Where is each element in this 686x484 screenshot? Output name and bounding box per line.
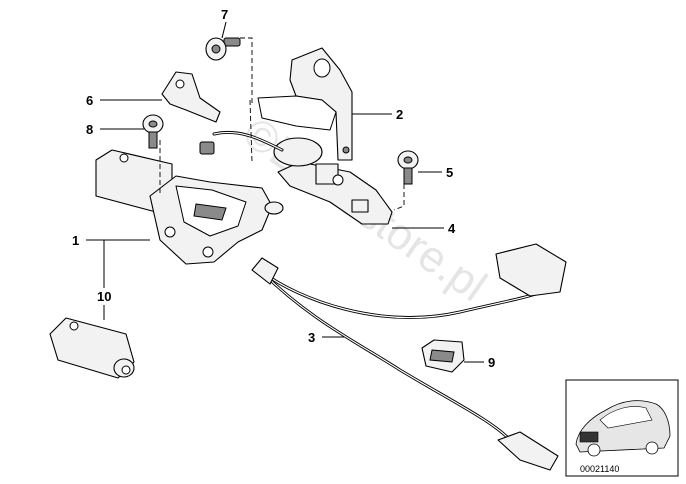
screw-part-7[interactable]: [205, 37, 241, 61]
callout-9: 9: [464, 355, 495, 370]
callout-10: 10: [97, 289, 111, 320]
vehicle-thumbnail: 00021140: [565, 379, 679, 477]
callout-6-label: 6: [86, 93, 93, 108]
actuator-part-10[interactable]: [49, 317, 135, 379]
screw-8-slot: [148, 120, 158, 128]
callout-1: 1: [72, 233, 150, 288]
callout-4-label: 4: [448, 221, 456, 236]
callout-6: 6: [86, 93, 162, 108]
plate-4-connector: [315, 163, 339, 185]
switch-9-contact: [429, 349, 455, 363]
cable-3-lamp: [495, 243, 567, 297]
alignment-line-2: [249, 99, 253, 163]
callout-5-label: 5: [446, 165, 453, 180]
screw-8-shank: [148, 131, 158, 149]
callout-7-label: 7: [221, 7, 228, 22]
bracket-2-flange: [257, 95, 337, 131]
bracket-part-6[interactable]: [161, 71, 221, 123]
bracket-6-hole: [175, 79, 185, 89]
thumbnail-code: 00021140: [580, 464, 619, 474]
thumbnail-car-wheel-front: [645, 441, 659, 455]
switch-part-9[interactable]: [421, 339, 465, 373]
lock-1-hole-b: [202, 246, 214, 258]
actuator-10-plunger-tip: [121, 365, 131, 375]
thumbnail-car-wheel-rear: [587, 443, 601, 457]
callout-1-label: 1: [72, 233, 79, 248]
thumbnail-car-window: [599, 406, 653, 429]
callout-3-label: 3: [308, 330, 315, 345]
callout-2: 2: [352, 107, 403, 122]
callout-4: 4: [392, 221, 456, 236]
screw-7-shank: [223, 37, 241, 47]
bracket-2-body: [289, 47, 353, 161]
cable-3-plug-b: [497, 431, 559, 471]
bracket-2-hole: [313, 58, 331, 78]
plate-4-pin: [332, 174, 344, 186]
plate-4-clip: [351, 199, 369, 213]
bracket-part-2[interactable]: [257, 47, 353, 161]
screw-5-shank: [403, 167, 413, 185]
callout-8-label: 8: [86, 122, 93, 137]
lock-1-bolt: [264, 201, 284, 215]
callout-3: 3: [308, 330, 344, 345]
screw-part-8[interactable]: [142, 114, 164, 149]
screw-part-5[interactable]: [397, 150, 419, 185]
callout-9-label: 9: [488, 355, 495, 370]
screw-7-slot: [211, 44, 221, 54]
screw-5-slot: [403, 156, 413, 164]
plate-part-4[interactable]: [199, 130, 393, 225]
lock-1-actuator-screw: [119, 153, 129, 163]
callout-8: 8: [86, 122, 144, 137]
callout-7: 7: [221, 7, 228, 39]
motor-cable-plug: [199, 141, 215, 155]
lock-assembly-part-1[interactable]: [95, 149, 284, 265]
thumbnail-car-trunk-marker: [579, 431, 599, 443]
actuator-10-screw: [69, 321, 79, 331]
bracket-6-body: [161, 71, 221, 123]
cable-part-3[interactable]: [251, 243, 567, 471]
callout-10-label: 10: [97, 289, 111, 304]
actuator-10-body: [49, 317, 135, 379]
alignment-line-7: [232, 37, 253, 104]
plate-4-motor: [273, 137, 323, 167]
callout-5: 5: [418, 165, 453, 180]
lock-1-hole-a: [164, 226, 176, 238]
callout-2-label: 2: [396, 107, 403, 122]
lock-1-latch: [193, 203, 227, 221]
cable-3-plug-a: [251, 257, 279, 285]
bracket-2-rivet: [342, 146, 350, 154]
